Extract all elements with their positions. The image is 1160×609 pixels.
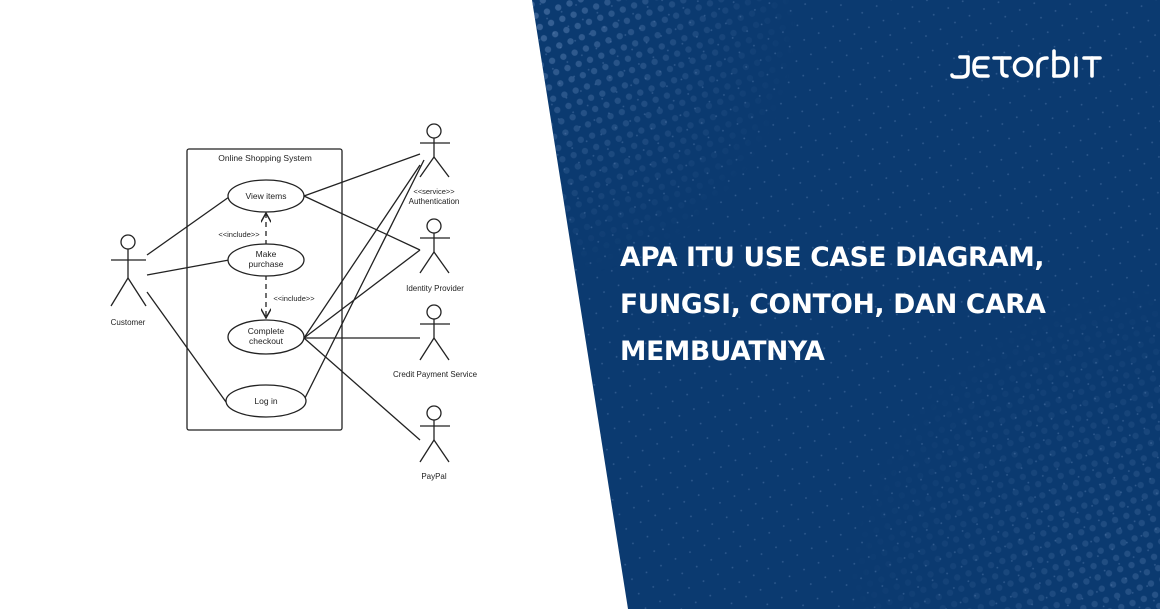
svg-text:View items: View items	[246, 191, 287, 201]
actor-authentication-label: Authentication	[409, 197, 460, 206]
actor-paypal-label: PayPal	[421, 472, 447, 481]
include-label-view-items: <<include>>	[218, 230, 260, 239]
article-headline: APA ITU USE CASE DIAGRAM, FUNGSI, CONTOH…	[620, 234, 1150, 375]
actor-head-icon	[120, 234, 136, 250]
actor-paypal[interactable]	[419, 405, 450, 463]
headline-line-3: MEMBUATNYA	[620, 336, 825, 367]
actor-credit-payment-service[interactable]	[419, 304, 450, 361]
headline-line-1: APA ITU USE CASE DIAGRAM,	[620, 242, 1045, 273]
actor-identity-provider-label: Identity Provider	[406, 284, 464, 293]
use-case-view-items[interactable]: View items	[227, 179, 305, 213]
headline-line-2: FUNGSI, CONTOH, DAN CARA	[620, 289, 1046, 320]
use-case-make-purchase[interactable]: Make purchase	[227, 243, 305, 277]
svg-text:Log in: Log in	[254, 396, 277, 406]
svg-text:checkout: checkout	[249, 336, 284, 346]
svg-text:purchase: purchase	[249, 259, 284, 269]
actor-authentication[interactable]	[419, 123, 450, 178]
jetorbit-logo[interactable]: JETORBIT	[948, 48, 1104, 82]
system-boundary	[186, 148, 343, 431]
actor-customer[interactable]	[110, 234, 147, 307]
actor-credit-payment-service-label: Credit Payment Service	[393, 370, 478, 379]
include-label-checkout: <<include>>	[273, 294, 315, 303]
actor-authentication-stereotype: <<service>>	[413, 187, 455, 196]
svg-text:Make: Make	[256, 249, 277, 259]
svg-text:JETORBIT: JETORBIT	[948, 48, 1025, 52]
use-case-diagram: Online Shopping System View items Make p…	[110, 123, 478, 481]
system-boundary-title: Online Shopping System	[218, 153, 312, 163]
actor-customer-label: Customer	[111, 318, 146, 327]
use-case-complete-checkout[interactable]: Complete checkout	[227, 319, 305, 355]
use-case-log-in[interactable]: Log in	[225, 384, 307, 418]
actor-identity-provider[interactable]	[419, 218, 450, 274]
svg-text:Complete: Complete	[248, 326, 285, 336]
